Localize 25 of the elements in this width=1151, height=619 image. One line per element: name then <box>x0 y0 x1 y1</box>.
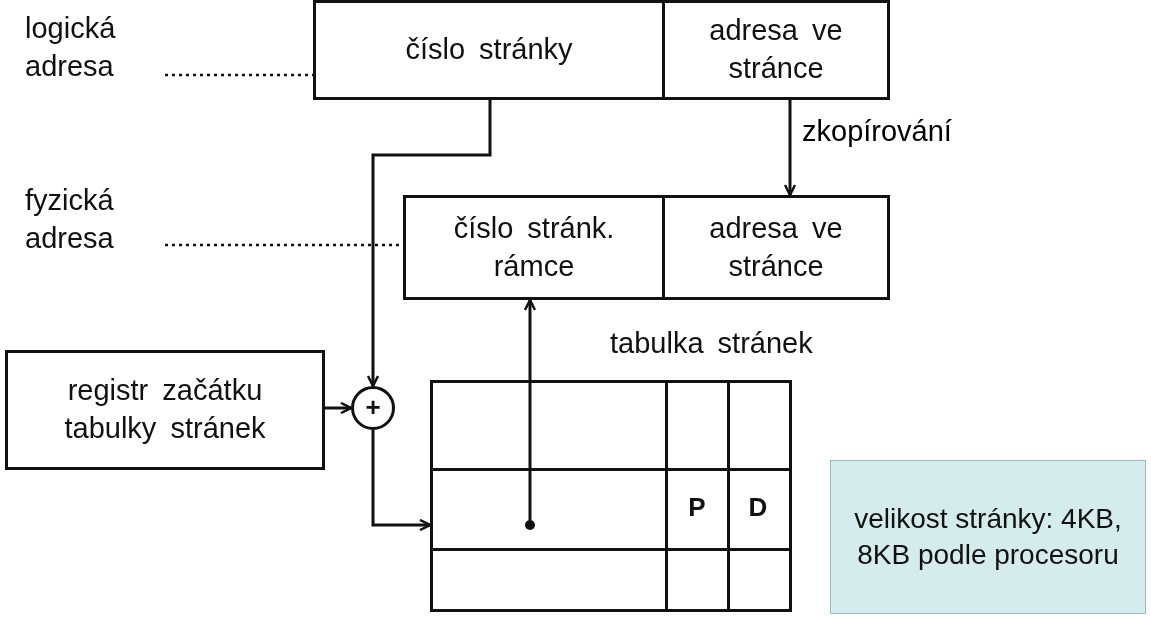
address-field-box <box>403 195 665 300</box>
address-field-box <box>662 0 890 100</box>
flag-letter: D <box>727 468 789 548</box>
field-text: číslo stránky <box>404 32 574 68</box>
table-title: tabulka stránek <box>610 326 813 361</box>
arrow <box>325 401 353 415</box>
address-field-box <box>313 0 665 100</box>
note-text: velikost stránky: 4KB, 8KB podle procesoru <box>853 501 1123 572</box>
note-box <box>830 460 1146 614</box>
dot-marker <box>525 520 535 530</box>
field-text: adresa ve stránce <box>708 210 844 284</box>
arrow <box>371 430 432 532</box>
field-text: adresa ve stránce <box>708 13 844 86</box>
arrow <box>523 298 537 520</box>
field-text: číslo stránk. rámce <box>452 210 616 284</box>
adder-circle: + <box>351 386 395 430</box>
field-text: registr začátku tabulky stránek <box>63 373 267 446</box>
register-box <box>5 350 325 470</box>
address-field-box <box>662 195 890 300</box>
leader-line <box>165 73 313 77</box>
arrow <box>783 100 797 197</box>
arrow <box>366 100 492 388</box>
address-label: fyzická adresa <box>25 182 165 258</box>
address-label: logická adresa <box>25 10 165 86</box>
flag-letter: P <box>667 468 727 548</box>
